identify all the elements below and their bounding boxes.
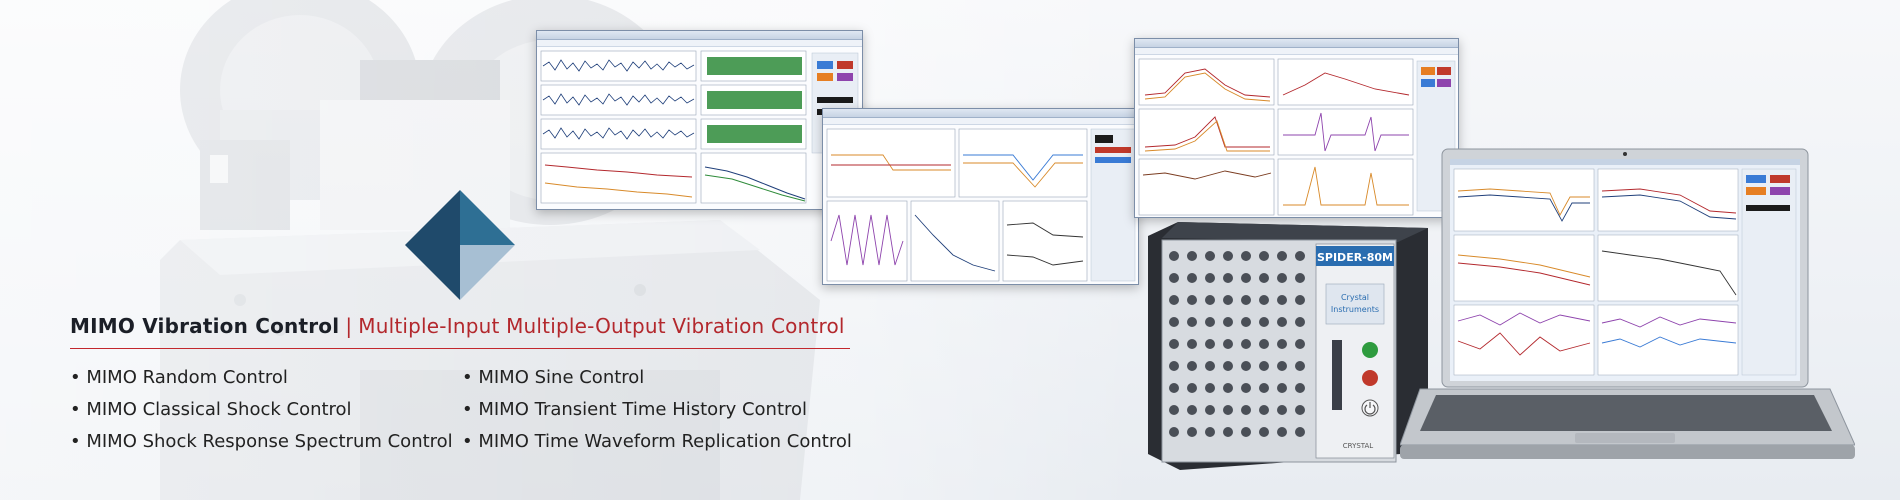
headline-subtitle: Multiple-Input Multiple-Output Vibration… bbox=[358, 314, 845, 338]
feature-item: MIMO Shock Response Spectrum Control bbox=[70, 426, 452, 458]
random-plots bbox=[540, 50, 859, 204]
feature-item: MIMO Random Control bbox=[70, 362, 453, 394]
window-titlebar bbox=[537, 31, 862, 40]
headline-divider bbox=[70, 348, 850, 349]
stop-button-icon[interactable] bbox=[1362, 370, 1378, 386]
srs-plots bbox=[1138, 58, 1456, 216]
laptop bbox=[1400, 148, 1855, 459]
power-icon[interactable] bbox=[1361, 399, 1379, 417]
random-control-window bbox=[536, 30, 863, 210]
hardware-footer-brand: CRYSTAL bbox=[1343, 442, 1374, 450]
start-button-icon[interactable] bbox=[1362, 342, 1378, 358]
headline-separator: | bbox=[345, 314, 353, 338]
feature-item: MIMO Transient Time History Control bbox=[462, 394, 852, 426]
shock-plots bbox=[826, 128, 1136, 282]
window-toolbar bbox=[537, 40, 862, 47]
window-titlebar bbox=[823, 109, 1138, 118]
hardware-brand-line2: Instruments bbox=[1331, 305, 1379, 314]
feature-item: MIMO Classical Shock Control bbox=[70, 394, 453, 426]
feature-list-right: MIMO Sine Control MIMO Transient Time Hi… bbox=[462, 362, 852, 458]
shock-control-window bbox=[822, 108, 1139, 285]
hardware-model-label: SPIDER-80M bbox=[1317, 251, 1393, 264]
feature-list-left: MIMO Random Control MIMO Classical Shock… bbox=[70, 362, 453, 458]
spider-80m-hardware: SPIDER-80M Crystal Instruments CRYSTAL bbox=[1148, 222, 1428, 470]
company-logo-icon bbox=[405, 190, 515, 300]
feature-item: MIMO Sine Control bbox=[462, 362, 852, 394]
hardware-brand-line1: Crystal bbox=[1341, 293, 1369, 302]
headline: MIMO Vibration Control|Multiple-Input Mu… bbox=[70, 314, 845, 338]
model-banner bbox=[1316, 246, 1394, 266]
window-toolbar bbox=[823, 118, 1138, 125]
window-toolbar bbox=[1135, 48, 1458, 55]
srs-control-window bbox=[1134, 38, 1459, 218]
headline-title: MIMO Vibration Control bbox=[70, 314, 340, 338]
feature-item: MIMO Time Waveform Replication Control bbox=[462, 426, 852, 458]
window-titlebar bbox=[1135, 39, 1458, 48]
